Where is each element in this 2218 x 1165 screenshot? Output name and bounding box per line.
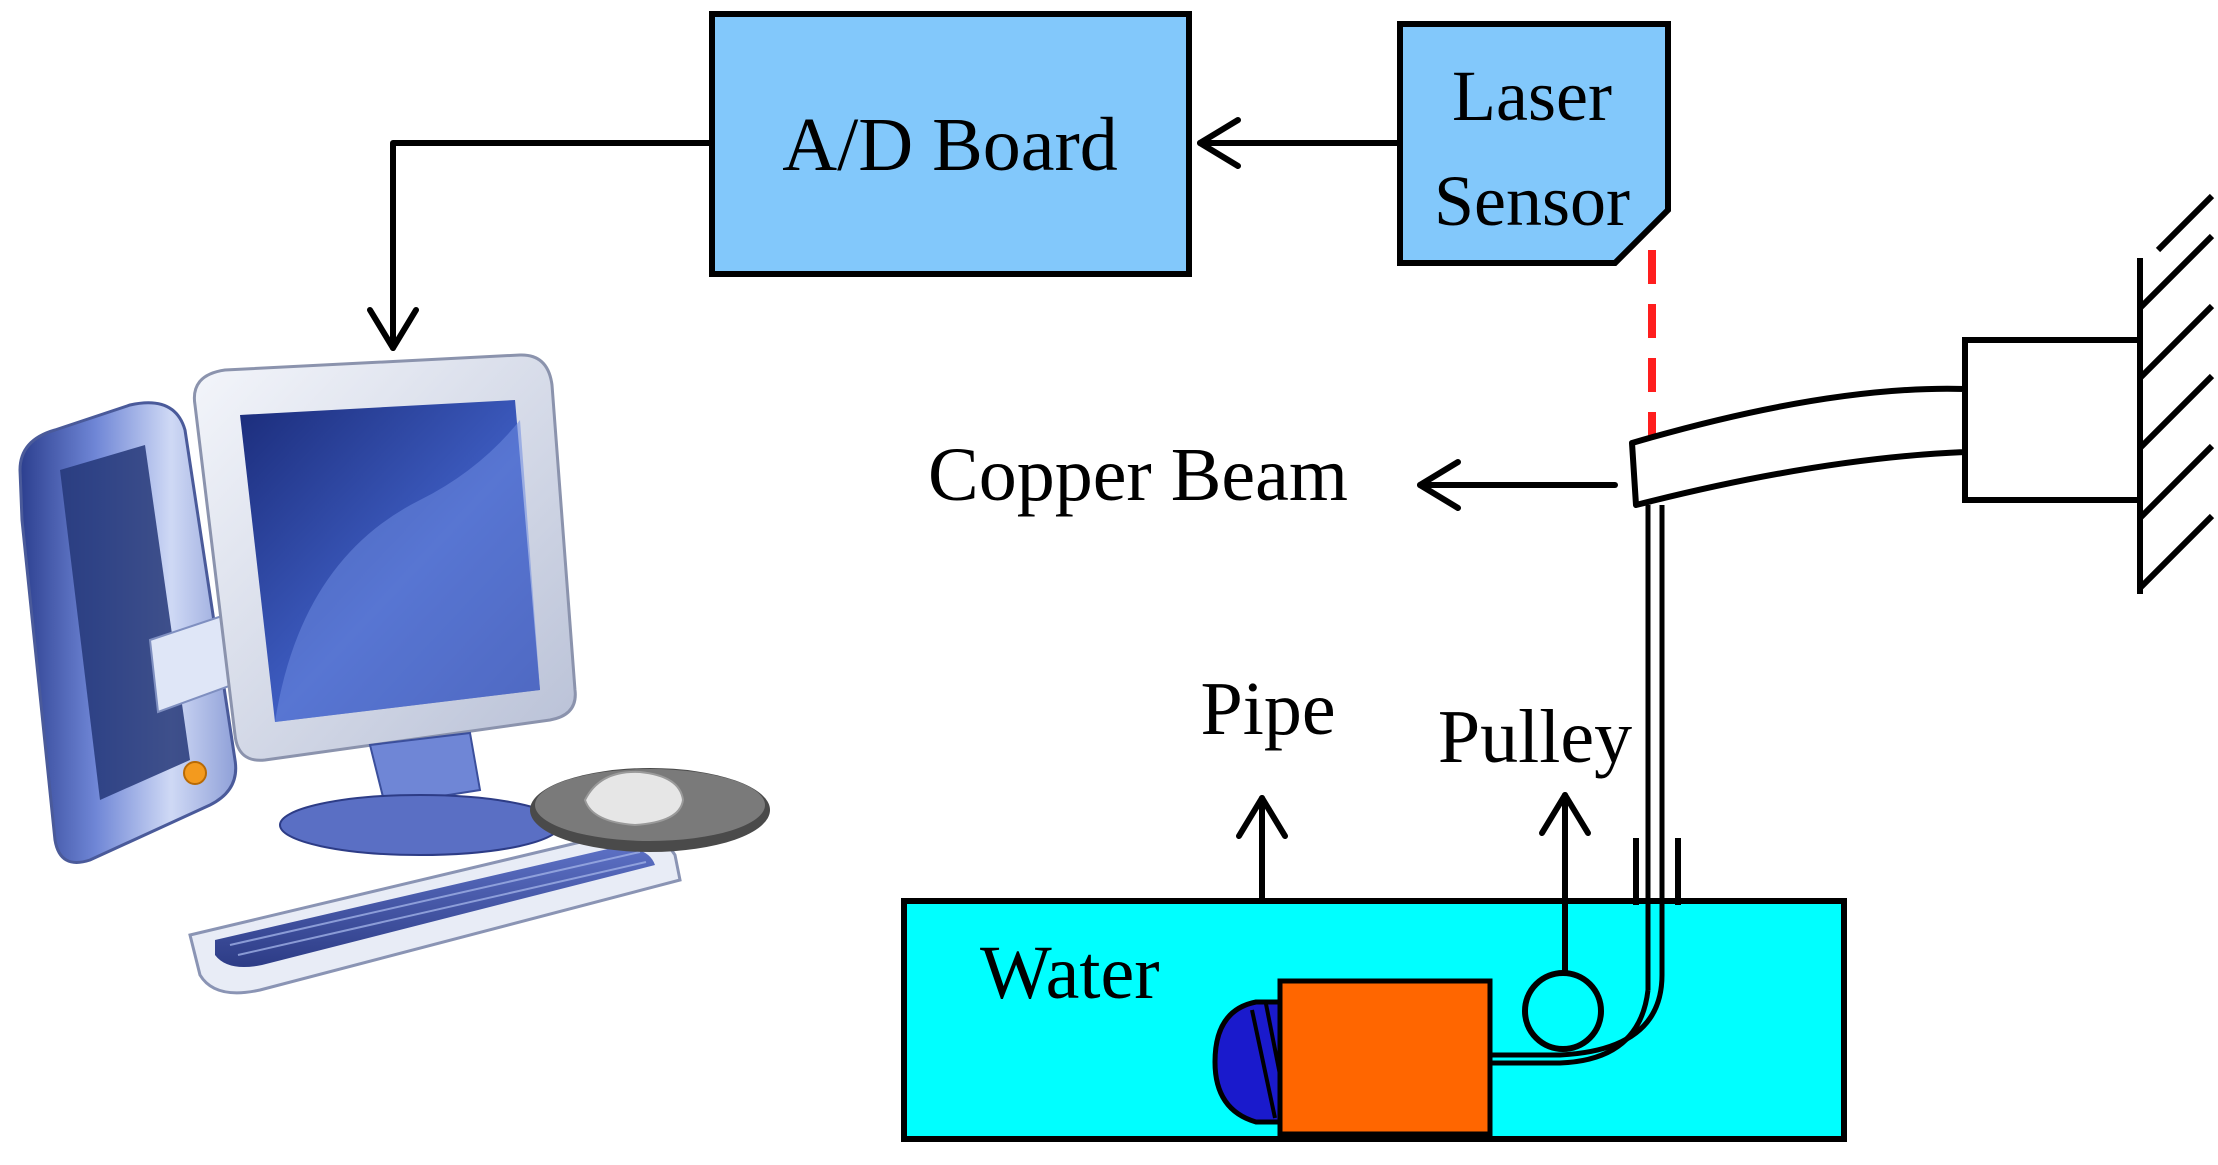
power-button [183, 761, 207, 785]
motor [1212, 978, 1493, 1137]
arrow-sensor-to-board [1197, 117, 1403, 169]
computer-mouse [583, 770, 685, 827]
arrow-copper-beam [1417, 459, 1618, 511]
laser-sensor-box: Laser Sensor [1397, 21, 1671, 266]
ad-board-label: A/D Board [782, 103, 1118, 187]
water-label: Water [980, 931, 1160, 1015]
arrow-pulley [1539, 792, 1591, 976]
copper-beam-label: Copper Beam [928, 433, 1348, 517]
string [1490, 505, 1665, 1066]
arrow-board-to-computer [367, 140, 715, 351]
beam-clamp [1962, 337, 2143, 503]
pipe-label: Pipe [1200, 667, 1335, 751]
pulley [1522, 970, 1604, 1052]
laser-sensor-label-line1: Laser [1452, 56, 1612, 136]
copper-beam [1629, 385, 1968, 508]
pipe [1633, 838, 1681, 905]
laser-sensor-label-line2: Sensor [1434, 161, 1630, 241]
ad-board-box: A/D Board [709, 11, 1192, 277]
desktop-computer-icon [18, 353, 770, 995]
fixed-wall [2137, 193, 2215, 594]
pulley-label: Pulley [1438, 695, 1632, 779]
arrow-pipe [1236, 795, 1288, 904]
